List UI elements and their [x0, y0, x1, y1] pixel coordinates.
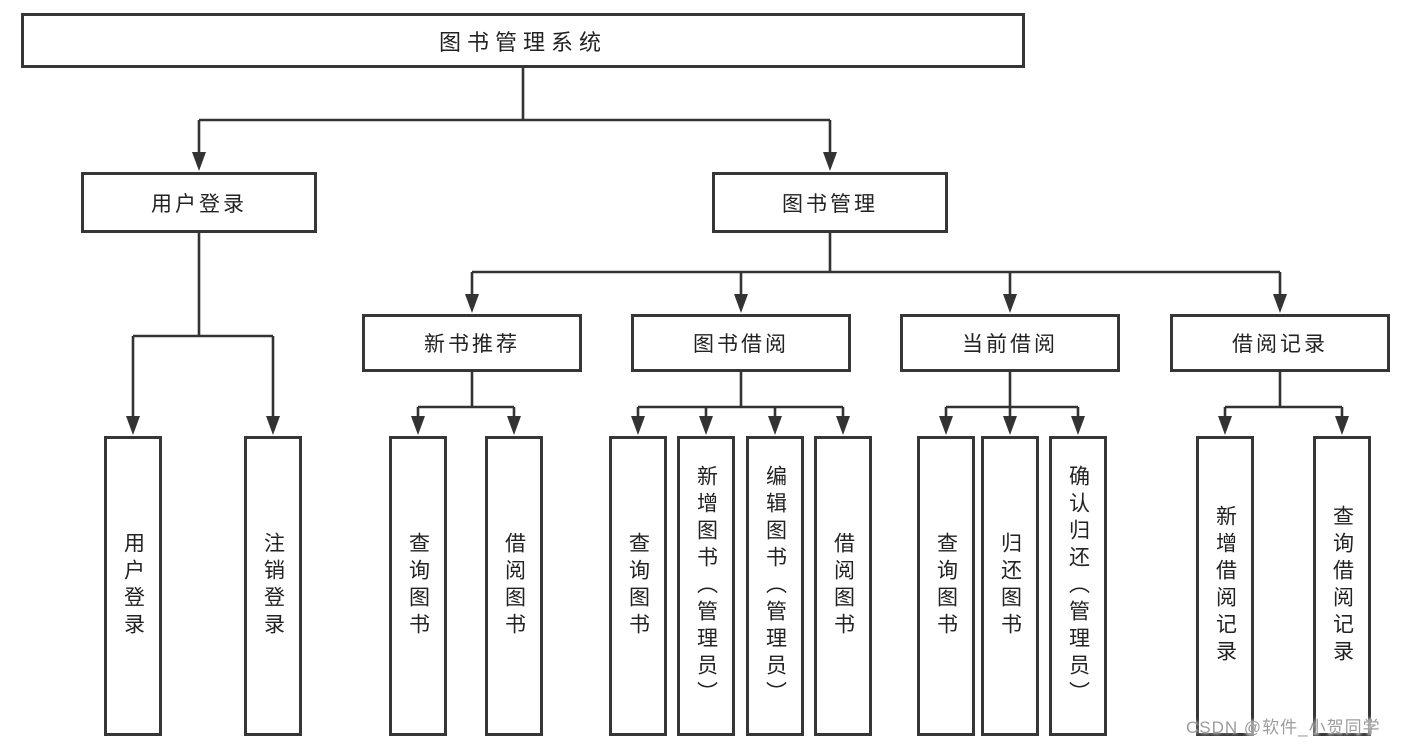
connector-borrow-to-leaves — [631, 372, 850, 435]
leaf-logout: 注销登录 — [244, 436, 302, 736]
leaf-label: 查询借阅记录 — [1330, 505, 1354, 667]
leaf-label: 借阅图书 — [831, 532, 855, 640]
leaf-confirm-return-admin: 确认归还（管理员） — [1049, 436, 1107, 736]
node-new-book-recommendation: 新书推荐 — [362, 314, 582, 372]
leaf-query-books: 查询图书 — [389, 436, 447, 736]
leaf-label: 注销登录 — [261, 532, 285, 640]
leaf-add-borrow-record: 新增借阅记录 — [1196, 436, 1254, 736]
leaf-label: 查询图书 — [934, 532, 958, 640]
leaf-query-books: 查询图书 — [917, 436, 975, 736]
leaf-borrow-books: 借阅图书 — [485, 436, 543, 736]
leaf-query-books: 查询图书 — [609, 436, 667, 736]
leaf-label: 编辑图书（管理员） — [763, 464, 787, 708]
leaf-label: 确认归还（管理员） — [1066, 464, 1090, 708]
leaf-user-login: 用户登录 — [104, 436, 162, 736]
node-current-borrowing: 当前借阅 — [900, 314, 1120, 372]
leaf-edit-books-admin: 编辑图书（管理员） — [746, 436, 804, 736]
leaf-label: 借阅图书 — [502, 532, 526, 640]
leaf-query-borrow-record: 查询借阅记录 — [1313, 436, 1371, 736]
connector-root-to-level2 — [192, 68, 837, 171]
node-library-management-system: 图书管理系统 — [21, 13, 1025, 68]
node-book-management: 图书管理 — [712, 172, 948, 233]
connector-records-to-leaves — [1218, 372, 1349, 435]
csdn-watermark: CSDN @软件_小贺同学 — [1186, 718, 1381, 737]
connector-newbook-to-leaves — [411, 372, 521, 435]
leaf-label: 新增借阅记录 — [1213, 505, 1237, 667]
leaf-label: 归还图书 — [998, 532, 1022, 640]
node-user-login: 用户登录 — [81, 172, 317, 233]
leaf-label: 用户登录 — [121, 532, 145, 640]
leaf-label: 查询图书 — [406, 532, 430, 640]
connector-bookmgmt-to-level3 — [465, 233, 1287, 313]
node-borrowing-records: 借阅记录 — [1170, 314, 1390, 372]
leaf-label: 查询图书 — [626, 532, 650, 640]
node-book-borrowing: 图书借阅 — [631, 314, 851, 372]
connector-userlogin-to-leaves — [126, 233, 280, 435]
leaf-return-books: 归还图书 — [981, 436, 1039, 736]
leaf-label: 新增图书（管理员） — [694, 464, 718, 708]
leaf-borrow-books: 借阅图书 — [814, 436, 872, 736]
connector-current-to-leaves — [939, 372, 1085, 435]
leaf-add-books-admin: 新增图书（管理员） — [677, 436, 735, 736]
